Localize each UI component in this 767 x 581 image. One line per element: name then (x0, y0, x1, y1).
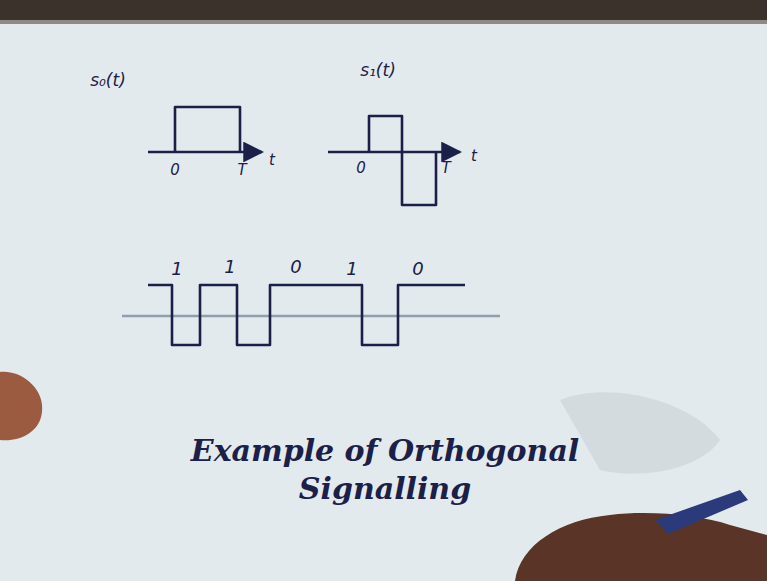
time-axis (328, 151, 460, 154)
baseline (122, 315, 500, 317)
bit-value: 0 (412, 258, 423, 279)
pulse-s0 (175, 107, 240, 152)
pulse-s1 (369, 116, 436, 205)
top-edge (0, 0, 767, 20)
axis-label: t (269, 151, 275, 169)
shadow (560, 392, 720, 474)
pen (655, 490, 748, 534)
caption: Example of Orthogonal Signalling (175, 432, 595, 508)
paper-edge (0, 20, 767, 24)
bit-value: 1 (171, 258, 182, 279)
signal-name: s₁(t) (360, 60, 396, 80)
hand-left (0, 372, 42, 440)
time-tick: T (441, 159, 450, 177)
bit-value: 1 (346, 258, 357, 279)
axis-label: t (471, 147, 477, 165)
bit-value: 1 (224, 256, 235, 277)
waveform (148, 285, 465, 345)
time-axis (148, 151, 262, 154)
bit-value: 0 (290, 256, 301, 277)
signal-name: s₀(t) (90, 70, 126, 90)
time-tick: 0 (170, 161, 180, 179)
hand-right (515, 513, 767, 581)
time-tick: T (237, 161, 246, 179)
time-tick: 0 (356, 159, 366, 177)
